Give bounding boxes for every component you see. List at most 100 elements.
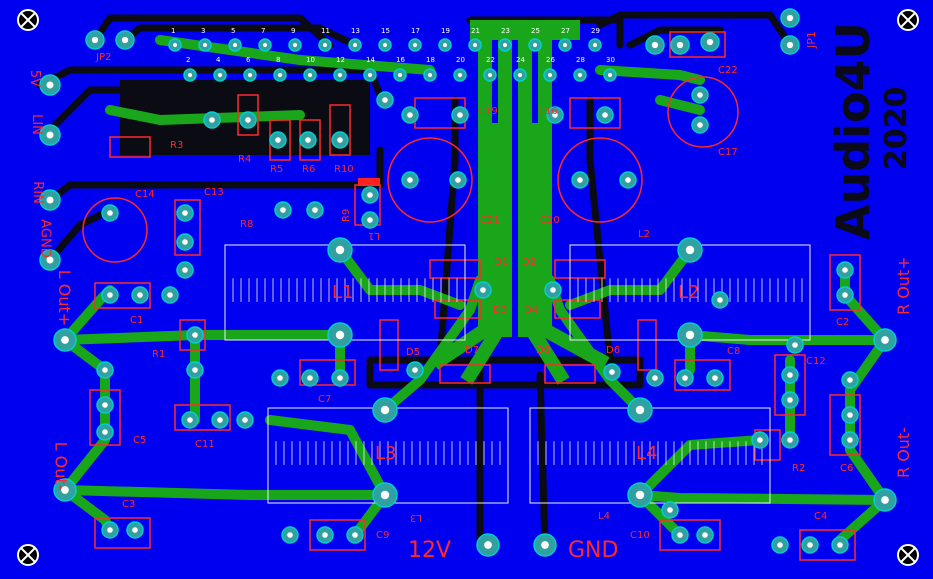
drill-hole [455, 177, 461, 183]
drill-hole [132, 527, 138, 533]
drill-hole [382, 42, 388, 48]
label-5v: 5V [27, 69, 43, 88]
drill-hole [837, 542, 843, 548]
drill-hole [245, 117, 251, 123]
silk-l3: L3 [410, 512, 422, 523]
drill-hole [217, 417, 223, 423]
label-r4: R4 [238, 154, 252, 165]
drill-hole [182, 267, 188, 273]
pin-number: 14 [366, 56, 375, 64]
label-gnd: GND [568, 538, 619, 563]
drill-hole [337, 72, 343, 78]
silk-l4: L4 [598, 511, 610, 522]
drill-hole [307, 375, 313, 381]
pin-number: 7 [261, 27, 266, 35]
label-c8: C8 [727, 346, 741, 357]
label-12v: 12V [408, 538, 452, 563]
label-agnd: AGND [37, 219, 53, 258]
label-c3: C3 [122, 499, 136, 510]
label-c6: C6 [840, 463, 854, 474]
drill-hole [562, 42, 568, 48]
pad-field [39, 8, 897, 557]
drill-hole [61, 486, 69, 494]
drill-hole [61, 336, 69, 344]
drill-hole [380, 490, 390, 500]
drill-hole [192, 332, 198, 338]
drill-hole [792, 342, 798, 348]
label-l2: L2 [678, 282, 700, 303]
pin-number: 12 [336, 56, 345, 64]
drill-hole [305, 137, 311, 143]
drill-hole [702, 532, 708, 538]
drill-hole [651, 41, 659, 49]
drill-hole [182, 210, 188, 216]
drill-hole [172, 42, 178, 48]
drill-hole [667, 507, 673, 513]
label-c21: C21 [480, 215, 500, 226]
drill-hole [287, 532, 293, 538]
drill-hole [187, 417, 193, 423]
label-r5: R5 [270, 164, 284, 175]
drill-hole [484, 541, 492, 549]
bridge-traces [430, 33, 610, 385]
label-c1: C1 [130, 315, 144, 326]
drill-hole [842, 292, 848, 298]
drill-hole [335, 330, 345, 340]
pin-number: 26 [546, 56, 555, 64]
label-r6: R6 [302, 164, 316, 175]
label-c13: C13 [204, 187, 224, 198]
pin-number: 24 [516, 56, 525, 64]
drill-hole [541, 541, 549, 549]
pin-number: 6 [246, 56, 251, 64]
center-ic [470, 20, 580, 40]
label-c2: C2 [836, 317, 850, 328]
drill-hole [382, 97, 388, 103]
silk-l2: L2 [638, 229, 650, 240]
pin-number: 21 [471, 27, 480, 35]
drill-hole [91, 36, 99, 44]
drill-hole [322, 532, 328, 538]
drill-hole [881, 336, 889, 344]
drill-hole [217, 72, 223, 78]
pin-number: 15 [381, 27, 390, 35]
label-l3: L3 [375, 443, 397, 464]
drill-hole [685, 330, 695, 340]
label-c16: C16 [538, 106, 558, 117]
drill-hole [676, 41, 684, 49]
drill-hole [280, 207, 286, 213]
label-c12: C12 [806, 356, 826, 367]
drill-hole [786, 14, 794, 22]
drill-hole [107, 527, 113, 533]
drill-hole [209, 117, 215, 123]
pin-number: 8 [276, 56, 281, 64]
drill-hole [881, 496, 889, 504]
drill-hole [577, 72, 583, 78]
pin-number: 4 [216, 56, 221, 64]
label-rout-minus: R Out- [894, 427, 913, 478]
label-r9: R9 [341, 208, 352, 222]
label-r2: R2 [792, 463, 806, 474]
label-d7: D7 [465, 345, 480, 356]
drill-hole [457, 112, 463, 118]
pin-number: 18 [426, 56, 435, 64]
drill-hole [352, 42, 358, 48]
drill-hole [367, 192, 373, 198]
drill-hole [442, 42, 448, 48]
label-r10: R10 [334, 164, 354, 175]
drill-hole [677, 532, 683, 538]
drill-hole [46, 196, 54, 204]
drill-hole [337, 375, 343, 381]
drill-hole [577, 177, 583, 183]
label-c9: C9 [376, 530, 390, 541]
drill-hole [625, 177, 631, 183]
drill-hole [842, 267, 848, 273]
label-c5: C5 [133, 435, 147, 446]
label-rout-plus: R Out+ [894, 256, 913, 315]
drill-hole [412, 367, 418, 373]
label-rin: RIN [29, 181, 45, 204]
drill-hole [312, 207, 318, 213]
drill-hole [697, 122, 703, 128]
drill-hole [337, 137, 343, 143]
drill-hole [107, 210, 113, 216]
